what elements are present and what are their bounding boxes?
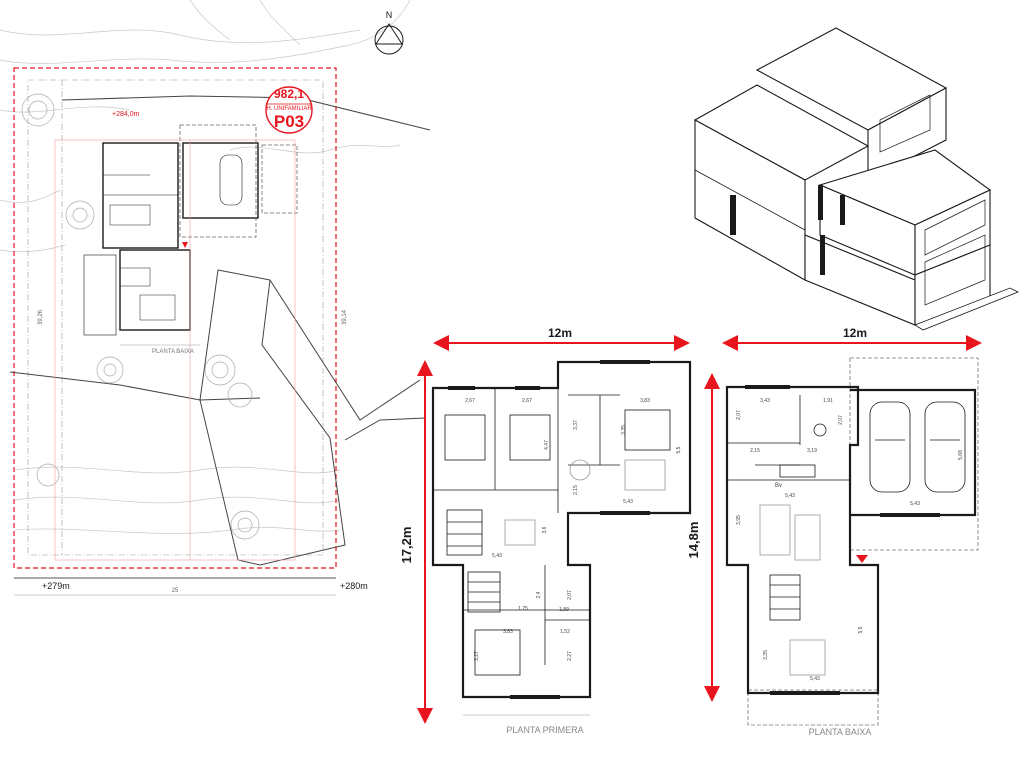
ground-plan-title: PLANTA BAIXA bbox=[809, 727, 872, 737]
trees bbox=[21, 93, 260, 540]
parcel-code: P03 bbox=[274, 112, 304, 131]
upper-dim-15: 3,83 bbox=[503, 629, 513, 635]
upper-dim-9: 3,6 bbox=[542, 526, 548, 533]
upper-dim-8: 5,43 bbox=[623, 499, 633, 505]
upper-dim-1: 2,67 bbox=[522, 398, 532, 404]
ground-entry-marker bbox=[856, 555, 868, 563]
ground-dim-12: 5,43 bbox=[810, 676, 820, 682]
ground-partitions bbox=[727, 395, 966, 676]
ground-width-label: 12m bbox=[843, 326, 867, 340]
site-plan-label: PLANTA BAIXA bbox=[152, 349, 194, 355]
upper-dim-11: 1,75 bbox=[518, 606, 528, 612]
axonometric-view bbox=[693, 27, 1019, 331]
ground-appliance-label: Bv bbox=[775, 483, 782, 489]
ground-dim-11: 5,5 bbox=[858, 626, 864, 633]
upper-partitions bbox=[433, 388, 671, 676]
ground-dim-10: 3,35 bbox=[763, 650, 769, 660]
access-road bbox=[9, 95, 431, 566]
ground-dim-5: 3,19 bbox=[807, 448, 817, 454]
ground-walls bbox=[725, 385, 977, 695]
ground-floor-plan: 12m 14,8m bbox=[686, 326, 982, 737]
setback-lines bbox=[27, 79, 324, 556]
upper-width-label: 12m bbox=[548, 326, 572, 340]
upper-windows bbox=[448, 360, 650, 699]
ground-upper-outline bbox=[747, 357, 979, 726]
upper-dim-16: 1,52 bbox=[560, 629, 570, 635]
terrain-contours bbox=[0, 0, 411, 534]
upper-dim-4: 3,35 bbox=[621, 425, 627, 435]
upper-dim-13: 2,07 bbox=[567, 590, 573, 600]
north-arrow: N bbox=[374, 10, 404, 55]
upper-dim-3: 4,47 bbox=[544, 440, 550, 450]
upper-dim-10: 5,43 bbox=[492, 553, 502, 559]
upper-dim-5: 3,37 bbox=[573, 420, 579, 430]
site-house-footprint bbox=[83, 142, 259, 336]
upper-dim-18: 2,27 bbox=[567, 651, 573, 661]
entry-marker bbox=[182, 242, 188, 248]
upper-walls bbox=[431, 360, 692, 699]
elevation-left: +279m bbox=[42, 581, 70, 591]
ground-dim-0: 3,43 bbox=[760, 398, 770, 404]
dim-right: 39,14 bbox=[342, 309, 348, 325]
parcel-badge: 982,1 H. UNIFAMILIAR P03 bbox=[265, 86, 313, 134]
parcel-type: H. UNIFAMILIAR bbox=[266, 106, 312, 112]
elevation-right: +280m bbox=[340, 581, 368, 591]
north-label: N bbox=[386, 10, 393, 20]
ground-dim-6: 5,68 bbox=[958, 450, 964, 460]
upper-dim-6: 5,5 bbox=[676, 446, 682, 453]
ground-height-label: 14,8m bbox=[686, 522, 701, 559]
site-plan: N 982,1 H. UNIFAMILIAR P03 +284,0m +279m… bbox=[0, 0, 431, 596]
ground-dim-2: 2,07 bbox=[736, 410, 742, 420]
upper-dim-17: 3,27 bbox=[474, 651, 480, 661]
upper-dim-12: 2,4 bbox=[536, 591, 542, 598]
upper-height-label: 17,2m bbox=[399, 527, 414, 564]
ground-dim-9: 3,95 bbox=[736, 515, 742, 525]
plot-boundary bbox=[13, 67, 337, 569]
upper-dim-7: 2,15 bbox=[573, 485, 579, 495]
upper-floor-plan: 12m 17,2m bbox=[399, 326, 692, 735]
dim-left: 39,26 bbox=[38, 309, 44, 325]
upper-plan-title: PLANTA PRIMERA bbox=[506, 725, 583, 735]
site-upper-outline bbox=[179, 124, 298, 238]
ground-dim-8: 5,43 bbox=[910, 501, 920, 507]
dim-bottom: 25 bbox=[172, 588, 179, 594]
ground-dim-7: 5,43 bbox=[785, 493, 795, 499]
ground-dim-4: 2,15 bbox=[750, 448, 760, 454]
upper-dim-0: 2,67 bbox=[465, 398, 475, 404]
ground-windows bbox=[745, 385, 940, 695]
upper-dim-14: 1,89 bbox=[559, 607, 569, 613]
site-red-guides bbox=[54, 139, 296, 561]
elevation-top: +284,0m bbox=[112, 111, 140, 118]
upper-dim-2: 3,83 bbox=[640, 398, 650, 404]
ground-dim-3: 2,07 bbox=[838, 415, 844, 425]
ground-dim-1: 1,91 bbox=[823, 398, 833, 404]
parcel-value: 982,1 bbox=[274, 87, 304, 101]
